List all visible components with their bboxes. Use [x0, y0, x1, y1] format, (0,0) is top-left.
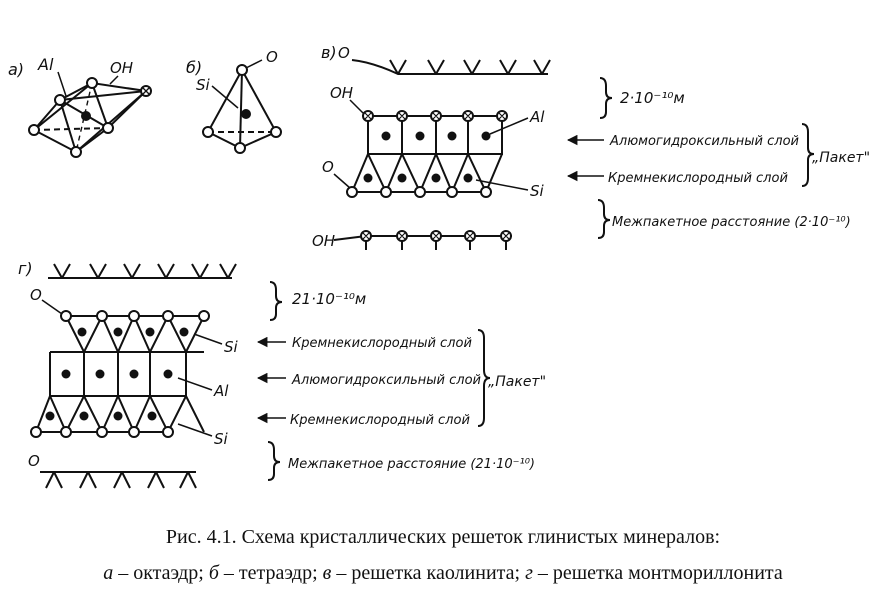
octahedron-figure: а) Al OH — [8, 55, 152, 158]
kaolinite-layer-siliconoxygen: Кремнекислородный слой — [608, 171, 788, 186]
kaolinite-layer-alumohydroxyl: Алюмогидроксильный слой — [609, 134, 799, 149]
label-o-bottom-mont: O — [28, 452, 40, 470]
kaolinite-packet: „Пакет" — [812, 150, 870, 166]
label-oh-kaolinite: OH — [330, 84, 353, 102]
mont-spacing: 21·10⁻¹⁰м — [292, 290, 366, 308]
label-si-top-mont: Si — [224, 338, 239, 356]
kaolinite-spacing: 2·10⁻¹⁰м — [620, 89, 685, 107]
caption-letter-a: а — [103, 562, 114, 584]
kaolinite-interlayer: Межпакетное расстояние (2·10⁻¹⁰) — [612, 215, 851, 230]
label-g: г) — [18, 259, 33, 278]
label-o-top-mont: O — [30, 286, 42, 304]
label-v: в) — [321, 43, 337, 62]
figure-caption-legend: а – октаэдр; б – тетраэдр; в – решетка к… — [0, 562, 886, 585]
caption-letter-v: в — [322, 562, 332, 584]
caption-letter-b: б — [208, 562, 219, 584]
label-o-tetra: O — [266, 48, 278, 66]
caption-text-b: – тетраэдр; — [218, 562, 323, 584]
label-o-mid-kaolinite: O — [322, 158, 334, 176]
label-b: б) — [186, 58, 202, 77]
mont-interlayer: Межпакетное расстояние (21·10⁻¹⁰) — [288, 457, 535, 472]
label-oh-bottom-kaolinite: OH — [312, 232, 335, 250]
caption-text-v: – решетка каолинита; — [331, 562, 526, 584]
caption-text-g: – решетка монтмориллонита — [532, 562, 783, 584]
label-oh-octa: OH — [110, 59, 133, 77]
tetrahedron-figure: б) Si O — [186, 48, 282, 154]
mont-layer-bottom: Кремнекислородный слой — [290, 413, 470, 428]
mont-layer-top: Кремнекислородный слой — [292, 336, 472, 351]
label-al-kaolinite: Al — [529, 108, 545, 126]
label-al-octa: Al — [37, 55, 54, 74]
figure-caption-title: Рис. 4.1. Схема кристаллических решеток … — [165, 526, 721, 548]
caption-letter-g: г — [525, 562, 533, 584]
mont-packet: „Пакет" — [488, 374, 546, 390]
label-si-bottom-mont: Si — [214, 430, 229, 448]
label-si-tetra: Si — [196, 76, 211, 94]
label-al-mont: Al — [213, 382, 229, 400]
label-a: а) — [8, 60, 24, 79]
caption-text-a: – октаэдр; — [113, 562, 209, 584]
label-si-kaolinite: Si — [530, 182, 545, 200]
montmorillonite-lattice: г) O Si Al — [18, 259, 546, 489]
kaolinite-lattice: в) O OH Al O Si — [312, 43, 870, 250]
mont-layer-middle: Алюмогидроксильный слой — [291, 373, 481, 388]
label-o-top-kaolinite: O — [338, 44, 350, 62]
